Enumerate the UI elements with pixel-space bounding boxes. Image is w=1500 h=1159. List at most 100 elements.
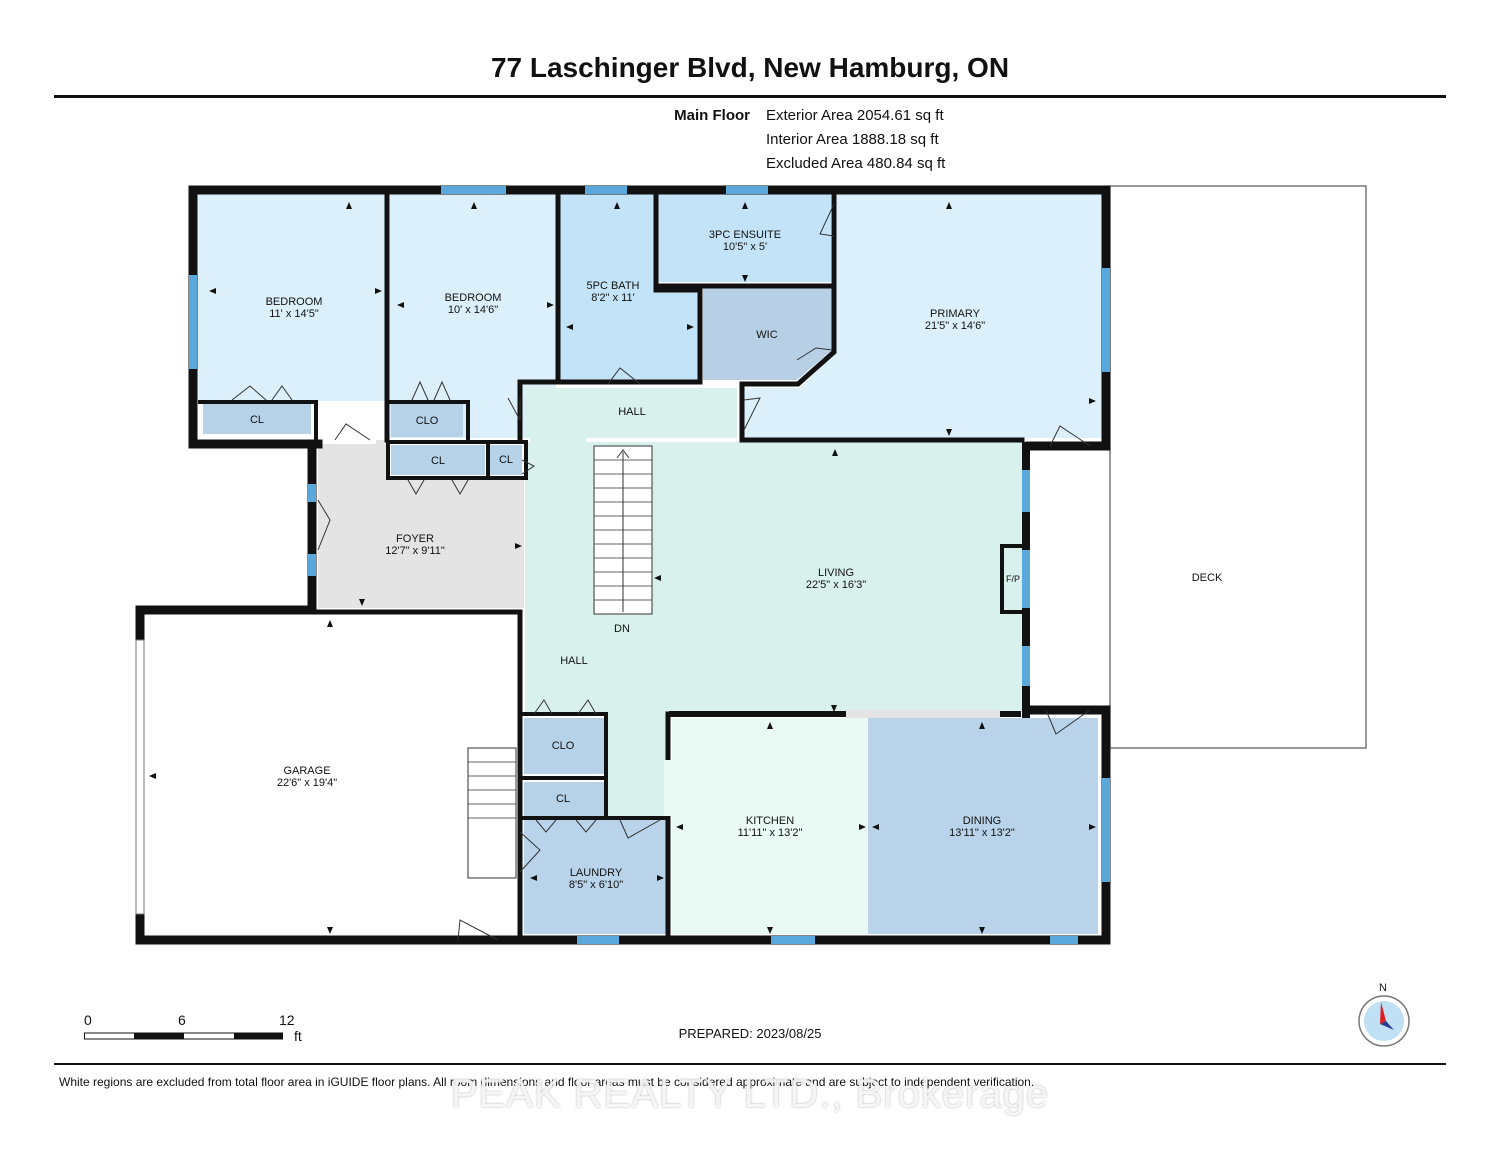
room-name: FOYER bbox=[396, 533, 434, 545]
room-name: CL bbox=[498, 454, 514, 466]
door-swings bbox=[231, 203, 1091, 941]
room-foyer: FOYER 12'7" x 9'11" bbox=[385, 533, 445, 557]
excluded-area: Excluded Area 480.84 sq ft bbox=[766, 155, 946, 172]
room-closet-3: CL bbox=[431, 455, 445, 467]
closet5-fill bbox=[524, 718, 604, 774]
room-bedroom-2: BEDROOM 10' x 14'6" bbox=[445, 292, 502, 316]
room-garage: GARAGE 22'6" x 19'4" bbox=[277, 765, 337, 789]
deck-outline bbox=[1109, 185, 1367, 749]
room-hall-main: HALL bbox=[560, 655, 588, 667]
closet1-fill bbox=[203, 404, 311, 434]
room-dining: DINING 13'11" x 13'2" bbox=[949, 815, 1015, 839]
stairs-down bbox=[593, 445, 653, 615]
room-living: LIVING 22'5" x 16'3" bbox=[806, 567, 866, 591]
scale-bar: 0 6 12 ft bbox=[84, 1012, 314, 1052]
room-name: HALL bbox=[618, 406, 646, 418]
room-name: GARAGE bbox=[283, 765, 331, 777]
bottom-rule bbox=[54, 1063, 1446, 1065]
bath-fill bbox=[560, 193, 698, 380]
room-dims: 10'5" x 5' bbox=[722, 241, 768, 253]
garage-steps bbox=[467, 747, 517, 879]
room-name: WIC bbox=[756, 329, 778, 341]
closet6-fill bbox=[524, 782, 604, 816]
room-dims: 10' x 14'6" bbox=[447, 304, 499, 316]
room-dims: 11' x 14'5" bbox=[269, 308, 319, 320]
room-bath: 5PC BATH 8'2" x 11' bbox=[587, 280, 640, 304]
room-deck: DECK bbox=[1192, 572, 1223, 584]
scale-tick-12: 12 bbox=[279, 1012, 295, 1028]
foyer-fill bbox=[318, 440, 524, 608]
compass-dial bbox=[1358, 995, 1410, 1047]
stairs-label: DN bbox=[614, 623, 630, 635]
room-name: F/P bbox=[1005, 574, 1021, 584]
laundry-fill bbox=[524, 820, 666, 934]
closet4-fill bbox=[490, 445, 522, 475]
room-primary: PRIMARY 21'5" x 14'6" bbox=[925, 308, 985, 332]
kitchen-fill bbox=[672, 718, 868, 934]
room-name: DINING bbox=[962, 815, 1002, 827]
floor-label: Main Floor bbox=[674, 107, 750, 124]
room-dims: 11'11" x 13'2" bbox=[737, 827, 803, 839]
room-dims: 8'2" x 11' bbox=[591, 292, 635, 304]
disclaimer: White regions are excluded from total fl… bbox=[59, 1075, 1035, 1089]
scale-tick-0: 0 bbox=[84, 1012, 92, 1028]
scale-bar-graphic bbox=[84, 1032, 283, 1040]
room-dims: 22'5" x 16'3" bbox=[805, 579, 867, 591]
top-rule bbox=[54, 95, 1446, 98]
room-name: 5PC BATH bbox=[586, 280, 640, 292]
room-closet-4: CL bbox=[499, 454, 513, 466]
room-name: LIVING bbox=[817, 567, 855, 579]
prepared-date: PREPARED: 2023/08/25 bbox=[678, 1026, 822, 1041]
compass-n-label: N bbox=[1379, 982, 1387, 994]
scale-unit: ft bbox=[294, 1028, 302, 1044]
room-dims: 22'6" x 19'4" bbox=[276, 777, 338, 789]
room-dims: 13'11" x 13'2" bbox=[949, 827, 1015, 839]
dimension-arrows bbox=[149, 202, 1096, 934]
room-closet-2: CLO bbox=[416, 415, 439, 427]
room-name: CL bbox=[430, 455, 446, 467]
room-kitchen: KITCHEN 11'11" x 13'2" bbox=[738, 815, 803, 839]
room-name: HALL bbox=[560, 655, 588, 667]
dining-fill bbox=[868, 718, 1098, 934]
scale-tick-6: 6 bbox=[178, 1012, 186, 1028]
garage-fill bbox=[146, 616, 516, 934]
room-laundry: LAUNDRY 8'5" x 6'10" bbox=[569, 867, 623, 891]
north-compass-icon: N bbox=[1356, 982, 1414, 1048]
room-name: CL bbox=[249, 414, 265, 426]
room-dims: 21'5" x 14'6" bbox=[924, 320, 986, 332]
room-wic: WIC bbox=[756, 329, 777, 341]
room-closet-1: CL bbox=[250, 414, 264, 426]
exterior-area: Exterior Area 2054.61 sq ft bbox=[766, 107, 944, 124]
room-dims: 8'5" x 6'10" bbox=[568, 879, 624, 891]
closet3-fill bbox=[391, 445, 485, 475]
room-name: CLO bbox=[551, 740, 575, 752]
closet2-fill bbox=[391, 404, 463, 437]
room-name: DECK bbox=[1191, 572, 1223, 584]
room-name: PRIMARY bbox=[930, 308, 980, 320]
windows bbox=[189, 186, 1110, 944]
room-name: BEDROOM bbox=[265, 296, 323, 308]
room-name: DN bbox=[614, 623, 630, 635]
room-name: KITCHEN bbox=[745, 815, 795, 827]
room-closet-5: CLO bbox=[552, 740, 575, 752]
room-closet-6: CL bbox=[556, 793, 570, 805]
room-name: LAUNDRY bbox=[569, 867, 623, 879]
room-name: BEDROOM bbox=[444, 292, 502, 304]
bedroom1-fill bbox=[197, 193, 385, 401]
plan-title: 77 Laschinger Blvd, New Hamburg, ON bbox=[490, 52, 1010, 83]
room-bedroom-1: BEDROOM 11' x 14'5" bbox=[266, 296, 323, 320]
room-dims: 12'7" x 9'11" bbox=[385, 545, 445, 557]
wic-fill bbox=[703, 288, 832, 380]
fireplace-label: F/P bbox=[1006, 573, 1020, 585]
room-ensuite: 3PC ENSUITE 10'5" x 5' bbox=[709, 229, 781, 253]
room-name: CLO bbox=[415, 415, 439, 427]
room-name: 3PC ENSUITE bbox=[708, 229, 782, 241]
openings bbox=[135, 436, 1000, 915]
room-name: CL bbox=[555, 793, 571, 805]
primary-fill bbox=[742, 193, 1102, 438]
brokerage-watermark: PEAK REALTY LTD., Brokerage bbox=[450, 1072, 1050, 1116]
interior-area: Interior Area 1888.18 sq ft bbox=[766, 131, 939, 148]
room-hall-top: HALL bbox=[618, 406, 646, 418]
hall-top-fill bbox=[525, 388, 737, 438]
